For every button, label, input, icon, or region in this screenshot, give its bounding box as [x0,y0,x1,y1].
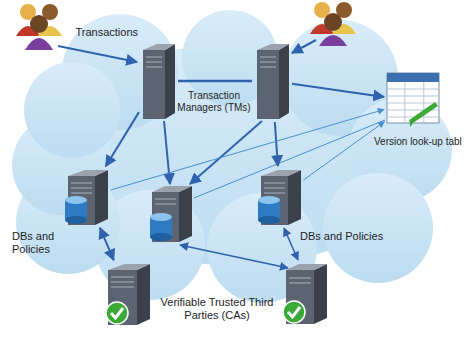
user-group [310,2,356,46]
server-icon [140,42,176,120]
node-label: Transactions [66,26,138,39]
db-icon [65,168,109,226]
transaction-manager: Transaction Managers (TMs) [254,42,290,120]
node-label: Transaction Managers (TMs) [176,90,252,114]
connector [292,84,384,97]
transaction-arrows [58,40,316,184]
ca-server [283,264,327,324]
transaction-manager: Transactions [140,42,176,120]
node-label: Verifiable Trusted Third Parties (CAs) [155,296,279,322]
db-server: DBs and Policies [65,168,109,226]
table-icon [386,72,440,130]
ca-icon [105,262,151,326]
db-icon [258,168,302,226]
node-label: DBs and Policies [300,230,392,243]
ca-server: Verifiable Trusted Third Parties (CAs) [105,262,151,326]
verification-arrows [180,228,298,268]
connector [275,122,278,166]
user-group [16,4,62,50]
connector [100,228,114,260]
db-server [150,186,192,242]
node-label: DBs and Policies [12,230,92,256]
version-table: Version look-up tabl [386,72,440,130]
connector [178,80,252,83]
connector [304,122,385,180]
cloud [12,10,452,303]
server-icon [254,42,290,120]
connector [111,110,384,190]
db-server: DBs and Policies [258,168,302,226]
connector [106,112,139,166]
node-label: Version look-up tabl [374,136,466,148]
